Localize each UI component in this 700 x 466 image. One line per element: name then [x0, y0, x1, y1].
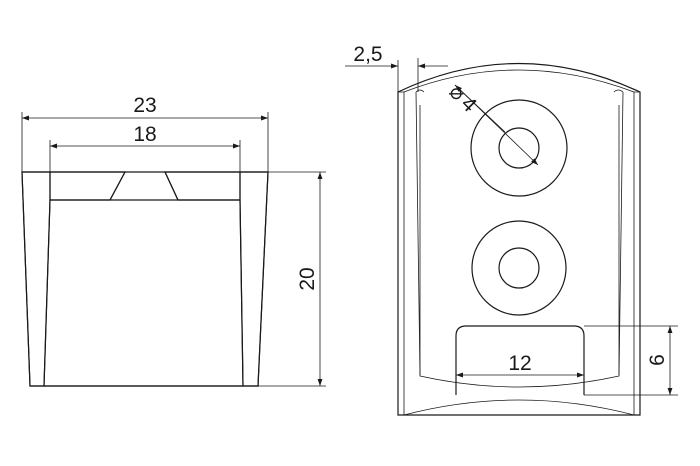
dim-slot-height: 6	[584, 325, 678, 396]
inner-width-label: 18	[133, 123, 156, 146]
inner-right-wall	[613, 89, 635, 415]
overall-width-label: 23	[133, 94, 156, 117]
inner-left-wall	[403, 89, 425, 415]
bottom-lip	[403, 399, 635, 416]
bottom-slot	[455, 325, 585, 395]
top-band-left-hatch	[49, 171, 127, 201]
inner-cavity	[43, 199, 244, 387]
right-wall-hatch	[239, 171, 269, 387]
dim-slot-width: 12	[456, 352, 584, 378]
slot-height-label: 6	[646, 354, 669, 366]
dim-wall: 2,5	[345, 43, 448, 92]
dim-inner-width: 18	[49, 123, 241, 172]
lower-hole-inner	[498, 247, 540, 289]
upper-hole-inner	[498, 127, 540, 169]
section-view	[21, 171, 269, 387]
wall-label: 2,5	[353, 43, 382, 66]
slot-width-label: 12	[508, 352, 531, 375]
lower-hole-outer	[471, 220, 567, 316]
inner-top-arc	[403, 69, 635, 93]
front-view	[397, 62, 641, 416]
outer-outline	[21, 171, 269, 387]
dim-height: 20	[258, 171, 326, 387]
dim-overall-width: 23	[21, 94, 269, 172]
countersink	[109, 171, 179, 201]
upper-hole-outer	[470, 99, 568, 197]
dim-hole-diameter: ⌀ 4	[444, 80, 539, 166]
inner-pocket	[419, 105, 620, 388]
height-label: 20	[296, 267, 319, 290]
